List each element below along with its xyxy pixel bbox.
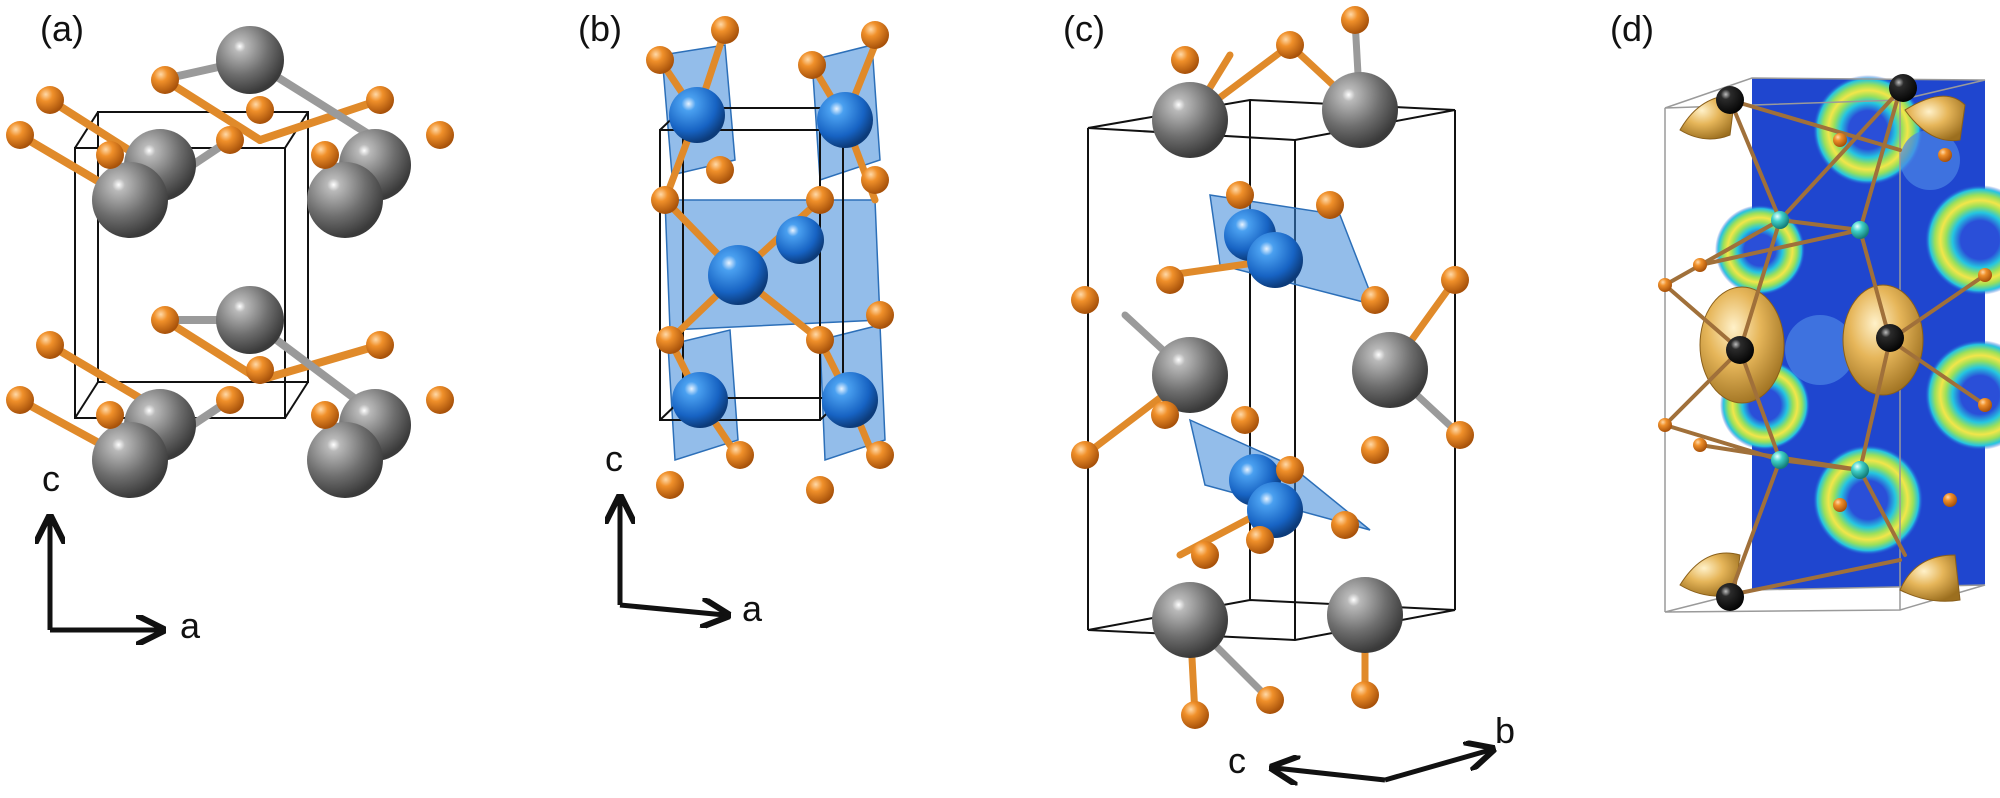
panel-c-structure (1071, 6, 1490, 780)
panel-label-b: (b) (578, 8, 622, 49)
blue-atoms-b (669, 87, 878, 428)
axes-c (1275, 750, 1490, 780)
cyan-atoms-d (1771, 211, 1869, 479)
axes-a (50, 520, 160, 630)
panel-b-structure (620, 16, 894, 615)
axis-label-a-horizontal: a (180, 605, 201, 646)
panel-label-c: (c) (1063, 8, 1105, 49)
blue-atoms-c (1224, 209, 1303, 538)
gray-atoms-a (92, 26, 411, 498)
small-atoms-d (1658, 133, 1992, 512)
axis-label-b-horizontal: a (742, 588, 763, 629)
bonds-d (1663, 88, 1987, 597)
panel-label-a: (a) (40, 8, 84, 49)
orange-atoms-b (646, 16, 894, 504)
panel-d-structure (1658, 74, 2000, 613)
orange-atoms-a (6, 66, 454, 429)
axis-label-c-left: c (1228, 740, 1246, 781)
axes-b (620, 500, 725, 615)
axis-label-c-right: b (1495, 710, 1516, 751)
panel-label-d: (d) (1610, 8, 1654, 49)
axis-label-b-vertical: c (605, 438, 623, 479)
axis-label-a-vertical: c (42, 458, 60, 499)
gray-atoms-c (1152, 72, 1428, 658)
black-atoms-d (1716, 74, 1917, 611)
panel-a-structure (6, 26, 454, 630)
orange-atoms-c (1071, 6, 1474, 729)
